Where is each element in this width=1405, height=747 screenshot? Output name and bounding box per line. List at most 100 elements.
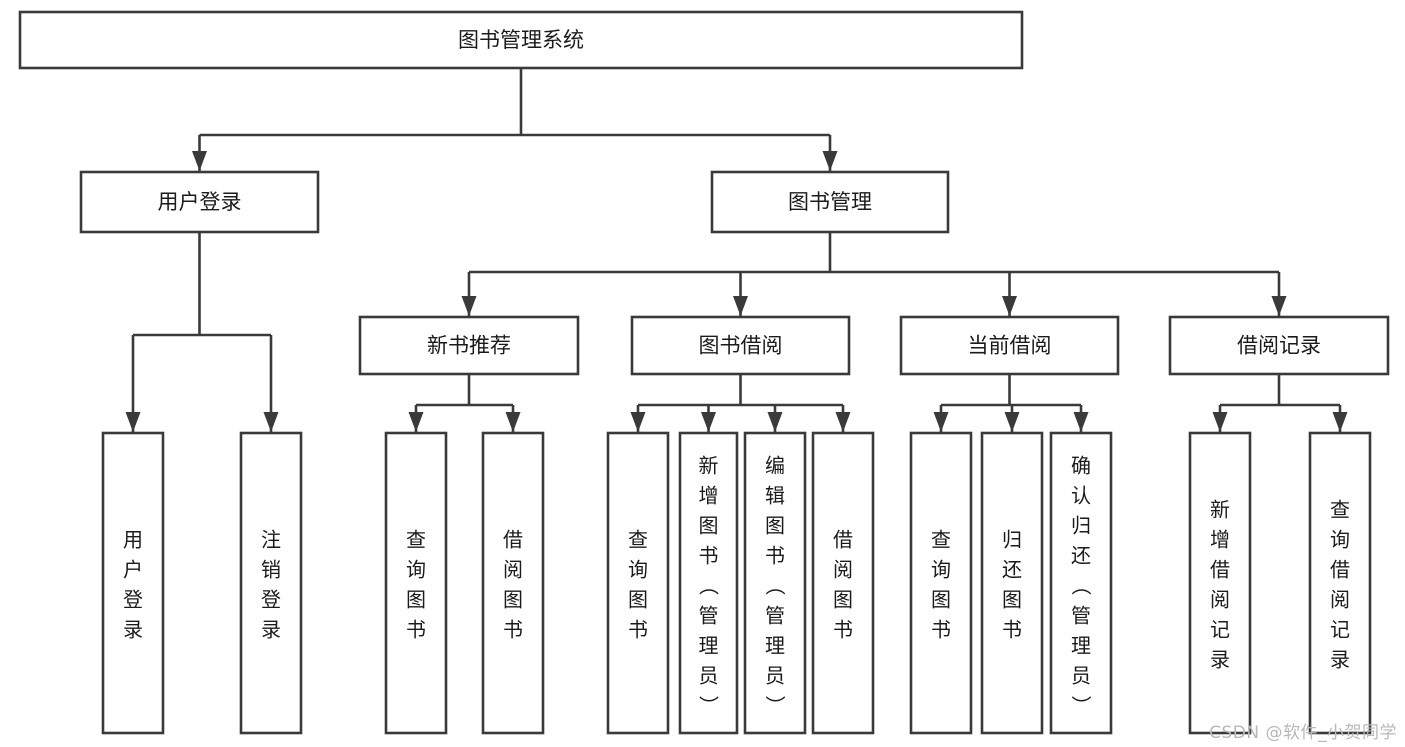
node-label-leaf-borrow-book-2-char-2: 图 [833,587,853,611]
node-label-leaf-add-book-char-8: ） [697,695,721,715]
node-label-leaf-query-book-1-char-0: 查 [406,527,426,551]
node-box-leaf-query-record [1308,431,1372,735]
node-label-new-book-recommend: 新书推荐 [427,334,511,358]
node-box-leaf-borrow-book-1 [481,431,545,735]
node-label-leaf-add-record-char-3: 阅 [1210,587,1230,611]
arrow-head-icon [1332,412,1348,432]
node-book-manage[interactable]: 图书管理 [710,170,950,234]
node-box-leaf-user-login [101,431,165,735]
node-label-leaf-confirm-return-char-6: 理 [1071,633,1091,657]
node-label-leaf-user-login-char-1: 户 [123,557,143,581]
node-label-leaf-query-book-2-char-1: 询 [628,557,648,581]
node-box-leaf-query-book-1 [384,431,448,735]
arrow-head-icon [1002,296,1017,316]
node-label-leaf-edit-book-char-2: 图 [765,513,785,537]
connector-layer [125,68,1348,432]
node-box-book-borrow [630,315,851,376]
node-box-leaf-add-book [678,431,739,735]
node-label-root: 图书管理系统 [458,28,584,52]
arrow-head-icon [1271,296,1287,316]
arrow-head-icon [1212,412,1228,432]
node-label-leaf-query-record-char-0: 查 [1330,497,1350,521]
node-label-leaf-edit-book-char-8: ） [763,695,787,715]
edge-group-from-current-borrow [933,374,1089,432]
node-label-leaf-confirm-return-char-3: 还 [1071,543,1091,567]
node-box-borrow-record [1168,315,1390,376]
arrow-head-icon [835,412,851,432]
node-label-leaf-add-record-char-4: 记 [1210,617,1230,641]
node-box-leaf-confirm-return [1049,431,1113,735]
node-label-leaf-query-book-1-char-3: 书 [406,617,426,641]
node-label-leaf-query-record-char-3: 阅 [1330,587,1350,611]
node-label-leaf-confirm-return-char-0: 确 [1071,453,1091,477]
edge-group-from-borrow-record [1212,374,1348,432]
node-user-login[interactable]: 用户登录 [79,170,320,234]
node-box-leaf-query-book-2 [606,431,670,735]
edge-group-from-user-login [125,232,279,432]
node-label-leaf-borrow-book-1-char-3: 书 [503,617,523,641]
node-borrow-record[interactable]: 借阅记录 [1168,315,1390,376]
node-label-leaf-edit-book-char-7: 员 [765,663,785,687]
node-box-leaf-logout [239,431,303,735]
node-label-leaf-logout-char-3: 录 [261,617,281,641]
node-label-leaf-query-record-char-5: 录 [1330,647,1350,671]
node-box-leaf-borrow-book-2 [811,431,875,735]
node-label-leaf-confirm-return-char-4: （ [1069,575,1093,595]
node-label-leaf-add-book-char-5: 管 [699,603,719,627]
arrow-head-icon [263,412,279,432]
node-current-borrow[interactable]: 当前借阅 [899,315,1120,376]
node-label-book-borrow: 图书借阅 [699,334,783,358]
node-label-leaf-borrow-book-2-char-0: 借 [833,527,853,551]
node-label-leaf-add-book-char-3: 书 [699,543,719,567]
node-label-leaf-query-book-1-char-1: 询 [406,557,426,581]
node-label-leaf-edit-book-char-1: 辑 [765,483,785,507]
node-root[interactable]: 图书管理系统 [18,10,1024,70]
arrow-head-icon [1073,412,1089,432]
node-book-borrow[interactable]: 图书借阅 [630,315,851,376]
node-label-leaf-return-book-char-2: 图 [1002,587,1022,611]
csdn-watermark: CSDN @软件_小贺同学 [1209,723,1397,743]
node-label-leaf-query-book-3-char-0: 查 [931,527,951,551]
node-box-current-borrow [899,315,1120,376]
edge-group-from-new-book-recommend [408,374,521,432]
node-box-leaf-return-book [980,431,1044,735]
node-leaf-user-login[interactable]: 用户登录 [101,431,165,735]
node-label-leaf-borrow-book-2-char-3: 书 [833,617,853,641]
node-new-book-recommend[interactable]: 新书推荐 [358,315,580,376]
node-label-leaf-add-record-char-5: 录 [1210,647,1230,671]
node-label-leaf-add-book-char-4: （ [697,575,721,595]
node-label-leaf-add-book-char-7: 员 [699,663,719,687]
node-label-leaf-confirm-return-char-8: ） [1069,695,1093,715]
node-box-new-book-recommend [358,315,580,376]
node-label-leaf-add-record-char-1: 增 [1210,527,1230,551]
node-label-borrow-record: 借阅记录 [1237,334,1321,358]
edge-group-from-book-borrow [630,374,851,432]
node-label-leaf-query-book-3-char-1: 询 [931,557,951,581]
node-label-current-borrow: 当前借阅 [968,334,1052,358]
node-label-leaf-query-record-char-4: 记 [1330,617,1350,641]
node-label-leaf-user-login-char-0: 用 [123,527,143,551]
node-label-leaf-add-record-char-2: 借 [1210,557,1230,581]
node-box-book-manage [710,170,950,234]
node-box-leaf-edit-book [743,431,807,735]
arrow-head-icon [461,296,477,316]
node-label-leaf-add-book-char-1: 增 [699,483,719,507]
node-label-book-manage: 图书管理 [788,190,872,214]
node-label-leaf-edit-book-char-5: 管 [765,603,785,627]
node-label-leaf-query-book-2-char-2: 图 [628,587,648,611]
node-label-leaf-borrow-book-1-char-0: 借 [503,527,523,551]
node-label-user-login: 用户登录 [158,190,242,214]
